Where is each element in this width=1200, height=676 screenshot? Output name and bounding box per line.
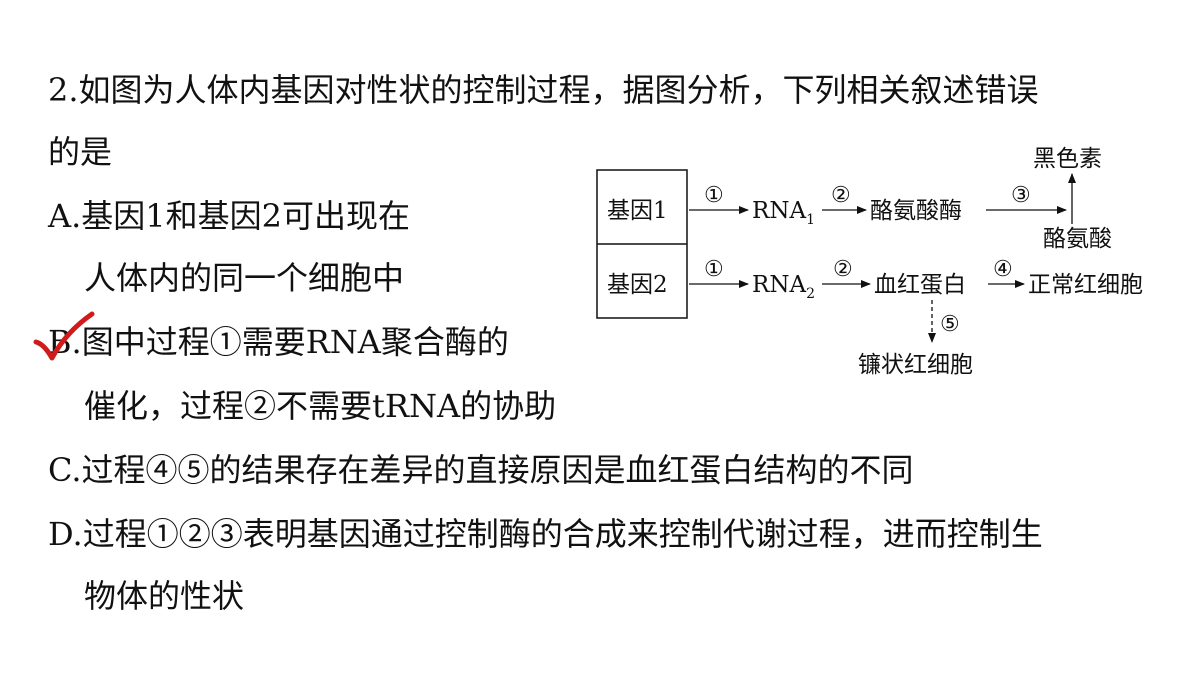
hemoglobin-label: 血红蛋白 (874, 272, 966, 298)
step2-row2-label: ② (833, 257, 853, 282)
gene1-label: 基因1 (607, 198, 668, 224)
gene2-label: 基因2 (607, 272, 668, 298)
option-d-line1: D.过程①②③表明基因通过控制酶的合成来控制代谢过程，进而控制生 (48, 515, 1043, 553)
tyrosinase-label: 酪氨酸酶 (870, 198, 962, 224)
sickle-rbc-label: 镰状红细胞 (858, 352, 973, 378)
option-c-line1: C.过程④⑤的结果存在差异的直接原因是血红蛋白结构的不同 (48, 451, 914, 489)
option-d-line2: 物体的性状 (84, 577, 245, 615)
question-stem-line1: 2.如图为人体内基因对性状的控制过程，据图分析，下列相关叙述错误 (48, 71, 1039, 109)
option-b-line2: 催化，过程②不需要tRNA的协助 (84, 387, 557, 425)
option-a-line2: 人体内的同一个细胞中 (84, 259, 405, 297)
step3-label: ③ (1011, 183, 1031, 208)
normal-rbc-label: 正常红细胞 (1028, 272, 1143, 298)
rna2-label: RNA2 (752, 272, 815, 302)
step1-row2-label: ① (704, 257, 724, 282)
option-a-line1: A.基因1和基因2可出现在 (48, 197, 411, 235)
tyrosine-label: 酪氨酸 (1043, 226, 1112, 252)
question-stem-line2: 的是 (48, 133, 113, 171)
rna1-label: RNA1 (752, 198, 815, 228)
step4-label: ④ (993, 257, 1013, 282)
step2-row1-label: ② (831, 183, 851, 208)
step1-row1-label: ① (704, 183, 724, 208)
option-b-text: 图中过程①需要RNA聚合酶的 (81, 323, 509, 361)
melanin-label: 黑色素 (1033, 146, 1102, 172)
step5-label: ⑤ (940, 312, 960, 337)
